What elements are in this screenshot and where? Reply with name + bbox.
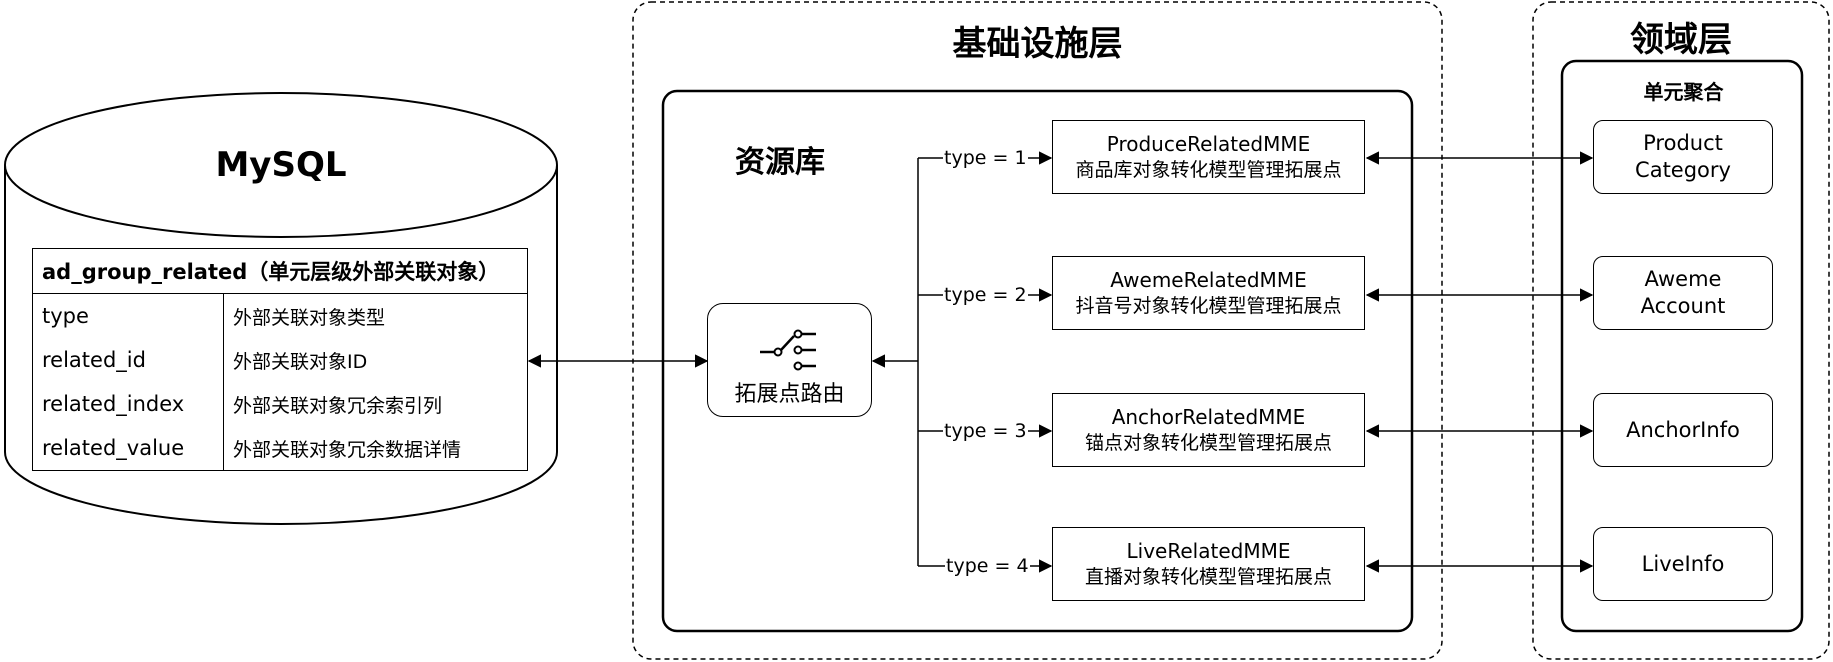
table-row: related_index 外部关联对象冗余索引列 (32, 382, 528, 426)
extension-router-node: 拓展点路由 (707, 303, 872, 417)
repository-title: 资源库 (735, 145, 825, 180)
field-name: related_value (32, 426, 224, 471)
aggregate-box (1560, 59, 1804, 633)
table-row: type 外部关联对象类型 (32, 293, 528, 338)
entity-product-category: Product Category (1593, 120, 1773, 194)
extension-point-produce: ProduceRelatedMME 商品库对象转化模型管理拓展点 (1052, 120, 1365, 194)
table-row: related_value 外部关联对象冗余数据详情 (32, 426, 528, 471)
mysql-table: ad_group_related（单元层级外部关联对象） type 外部关联对象… (32, 248, 528, 471)
infrastructure-layer-title: 基础设施层 (952, 24, 1123, 64)
switch-icon (760, 329, 816, 371)
table-header: ad_group_related（单元层级外部关联对象） (32, 248, 528, 294)
extension-desc: 商品库对象转化模型管理拓展点 (1075, 159, 1342, 181)
mysql-title: MySQL (215, 145, 347, 185)
extension-name: AnchorRelatedMME (1111, 405, 1306, 429)
field-name: type (32, 293, 224, 338)
extension-desc: 抖音号对象转化模型管理拓展点 (1075, 295, 1342, 317)
extension-desc: 锚点对象转化模型管理拓展点 (1084, 432, 1332, 454)
domain-zone (1532, 1, 1830, 660)
entity-aweme-account: Aweme Account (1593, 256, 1773, 330)
type-label-4: type = 4 (945, 555, 1030, 577)
field-desc: 外部关联对象冗余数据详情 (223, 426, 528, 471)
field-desc: 外部关联对象类型 (223, 293, 528, 338)
extension-name: AwemeRelatedMME (1110, 268, 1307, 292)
field-desc: 外部关联对象冗余索引列 (223, 382, 528, 426)
entity-live-info: LiveInfo (1593, 527, 1773, 601)
field-name: related_index (32, 382, 224, 426)
extension-name: ProduceRelatedMME (1106, 132, 1311, 156)
extension-point-aweme: AwemeRelatedMME 抖音号对象转化模型管理拓展点 (1052, 256, 1365, 330)
domain-layer-title: 领域层 (1630, 20, 1732, 60)
field-desc: 外部关联对象ID (223, 338, 528, 382)
unit-aggregate-title: 单元聚合 (1643, 80, 1724, 104)
field-name: related_id (32, 338, 224, 382)
extension-desc: 直播对象转化模型管理拓展点 (1084, 566, 1332, 588)
type-label-1: type = 1 (943, 147, 1028, 169)
extension-point-anchor: AnchorRelatedMME 锚点对象转化模型管理拓展点 (1052, 393, 1365, 467)
infrastructure-zone (632, 1, 1443, 660)
router-label: 拓展点路由 (734, 382, 845, 407)
table-row: related_id 外部关联对象ID (32, 338, 528, 382)
extension-point-live: LiveRelatedMME 直播对象转化模型管理拓展点 (1052, 527, 1365, 601)
type-label-2: type = 2 (943, 284, 1028, 306)
entity-anchor-info: AnchorInfo (1593, 393, 1773, 467)
type-label-3: type = 3 (943, 420, 1028, 442)
extension-name: LiveRelatedMME (1126, 539, 1291, 563)
